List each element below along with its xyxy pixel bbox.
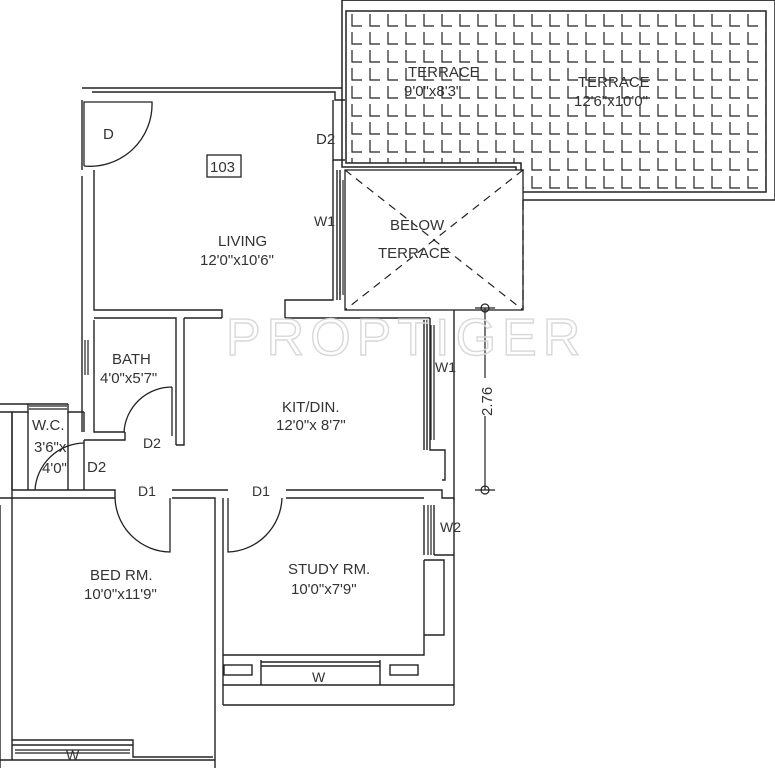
- living-name: LIVING: [218, 233, 267, 250]
- w-bed-label: W: [66, 747, 80, 763]
- d2-bath-label: D2: [143, 435, 161, 451]
- bath-name: BATH: [112, 351, 151, 368]
- d2-living-label: D2: [316, 131, 335, 148]
- w1-living-label: W1: [314, 213, 335, 229]
- windows: [15, 180, 435, 754]
- study-name: STUDY RM.: [288, 561, 370, 578]
- wc-name: W.C.: [32, 417, 65, 434]
- terrace1-name: TERRACE: [408, 64, 480, 81]
- main-door-label: D: [103, 126, 114, 143]
- watermark: PROPTIGER: [226, 309, 586, 367]
- wc-size-line2: 4'0": [42, 460, 67, 477]
- unit-number: 103: [210, 159, 235, 176]
- w2-study-label: W2: [440, 519, 461, 535]
- door-swings: [34, 101, 283, 553]
- kitdin-name: KIT/DIN.: [282, 399, 340, 416]
- kitdin-size: 12'0"x 8'7": [276, 417, 346, 434]
- terrace1-size: 9'0"x8'3": [404, 83, 461, 100]
- w-study-label: W: [312, 669, 326, 685]
- d1-bed-label: D1: [138, 483, 156, 499]
- bath-size: 4'0"x5'7": [100, 370, 157, 387]
- below-terrace-area: [344, 169, 524, 311]
- d1-study-label: D1: [252, 483, 270, 499]
- dimension-label: 2.76: [479, 387, 496, 416]
- terrace2-name: TERRACE: [578, 74, 650, 91]
- unit-number-box: [206, 154, 242, 178]
- terrace2-size: 12'6"x10'0": [574, 93, 648, 110]
- terrace-area: [341, 0, 775, 201]
- living-size: 12'0"x10'6": [200, 252, 274, 269]
- below-terrace-line2: TERRACE: [378, 245, 450, 262]
- walls: [0, 87, 455, 768]
- bedroom-name: BED RM.: [90, 567, 153, 584]
- w1-kitchen-label: W1: [435, 359, 456, 375]
- study-size: 10'0"x7'9": [291, 581, 357, 598]
- below-terrace-line1: BELOW: [390, 217, 445, 234]
- wc-size-line1: 3'6"x: [34, 439, 67, 456]
- d2-wc-label: D2: [87, 459, 106, 476]
- bedroom-size: 10'0"x11'9": [84, 586, 157, 603]
